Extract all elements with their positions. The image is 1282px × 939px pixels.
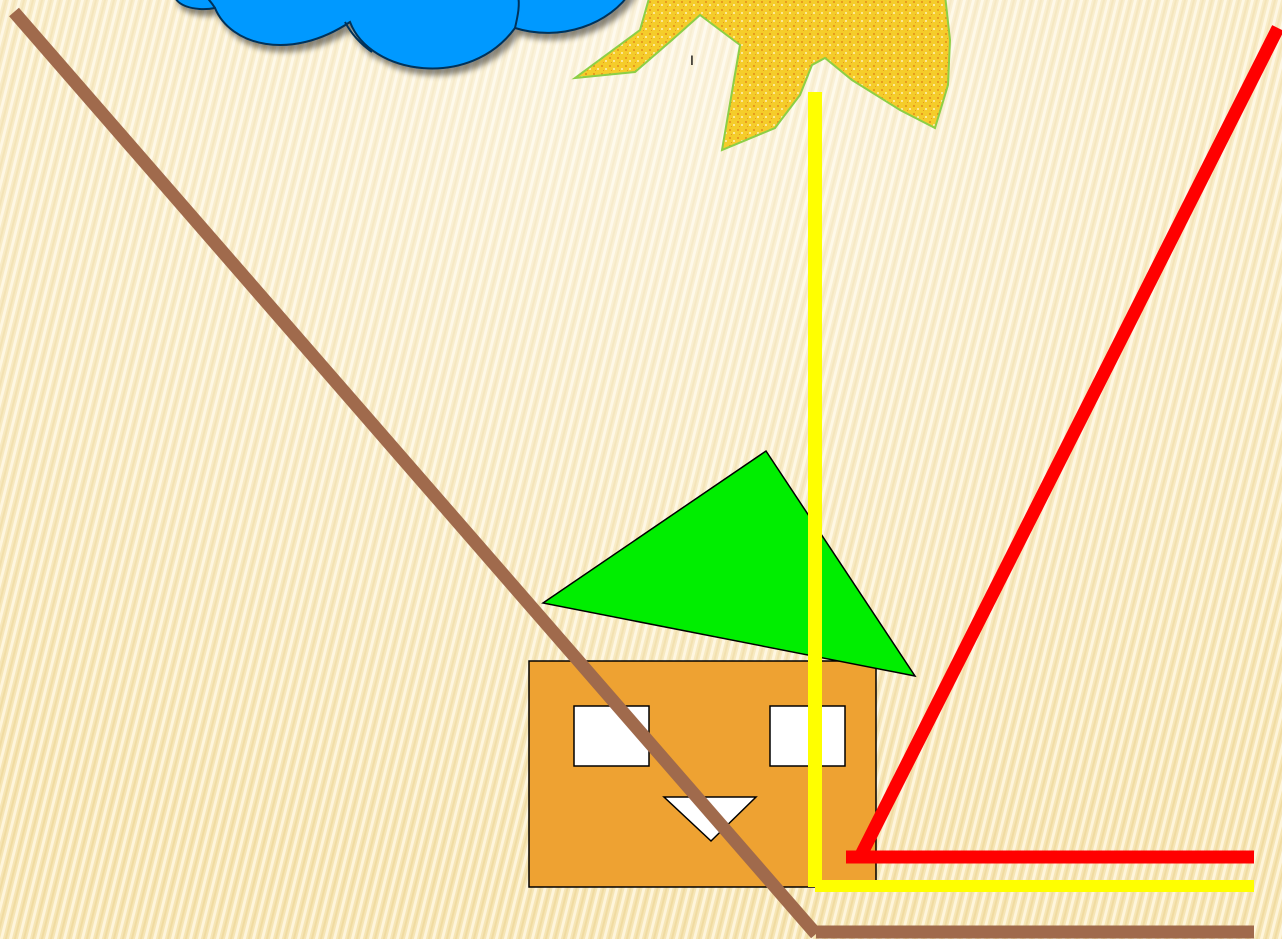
house-body [529,661,876,887]
slide-caption: I [690,52,694,68]
house-window-right [770,706,845,766]
